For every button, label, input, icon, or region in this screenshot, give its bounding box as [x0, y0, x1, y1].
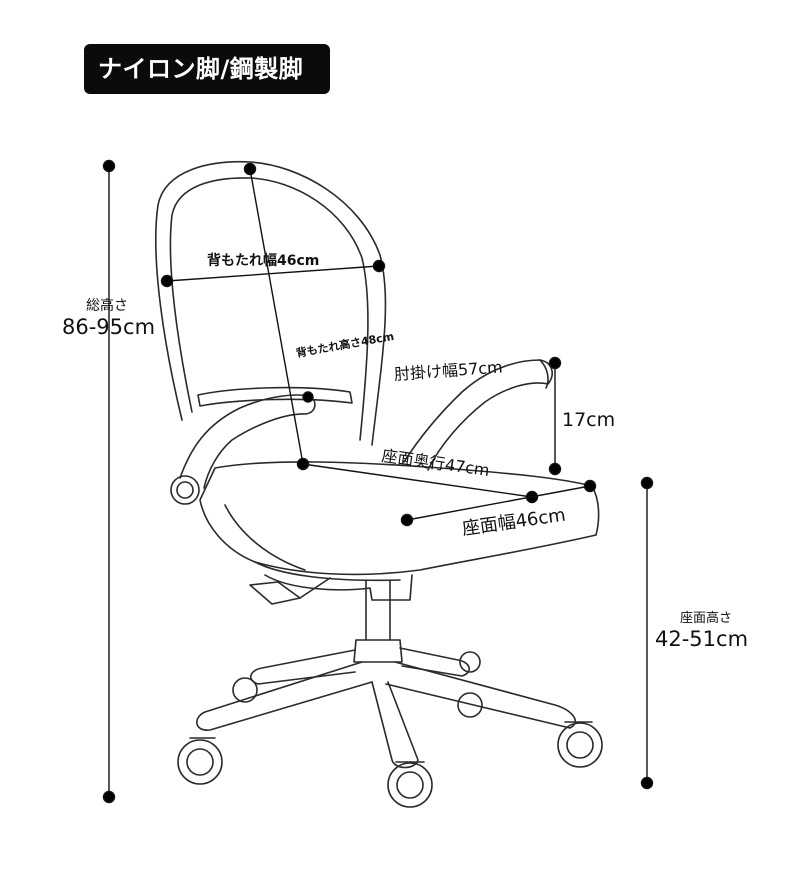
seat-height-caption: 座面高さ — [680, 611, 733, 626]
total-height-caption: 総高さ — [86, 298, 128, 314]
seat-height-value: 42-51cm — [655, 627, 749, 651]
chair-outline — [154, 160, 603, 808]
total-height-dot-bottom — [102, 790, 116, 804]
backrest-width-label: 背もたれ幅46cm — [207, 253, 320, 269]
seat-width-line — [406, 485, 591, 521]
backrest-height-line — [249, 168, 304, 465]
total-height-dot-top — [102, 159, 116, 173]
seat-depth-line — [302, 463, 533, 498]
dimension-lines — [102, 159, 654, 804]
armrest-height-label: 17cm — [562, 409, 616, 431]
backrest-width-line — [166, 265, 380, 282]
title-badge: ナイロン脚/鋼製脚 — [84, 44, 330, 94]
title-text: ナイロン脚/鋼製脚 — [98, 55, 304, 83]
total-height-value: 86-95cm — [62, 315, 156, 339]
